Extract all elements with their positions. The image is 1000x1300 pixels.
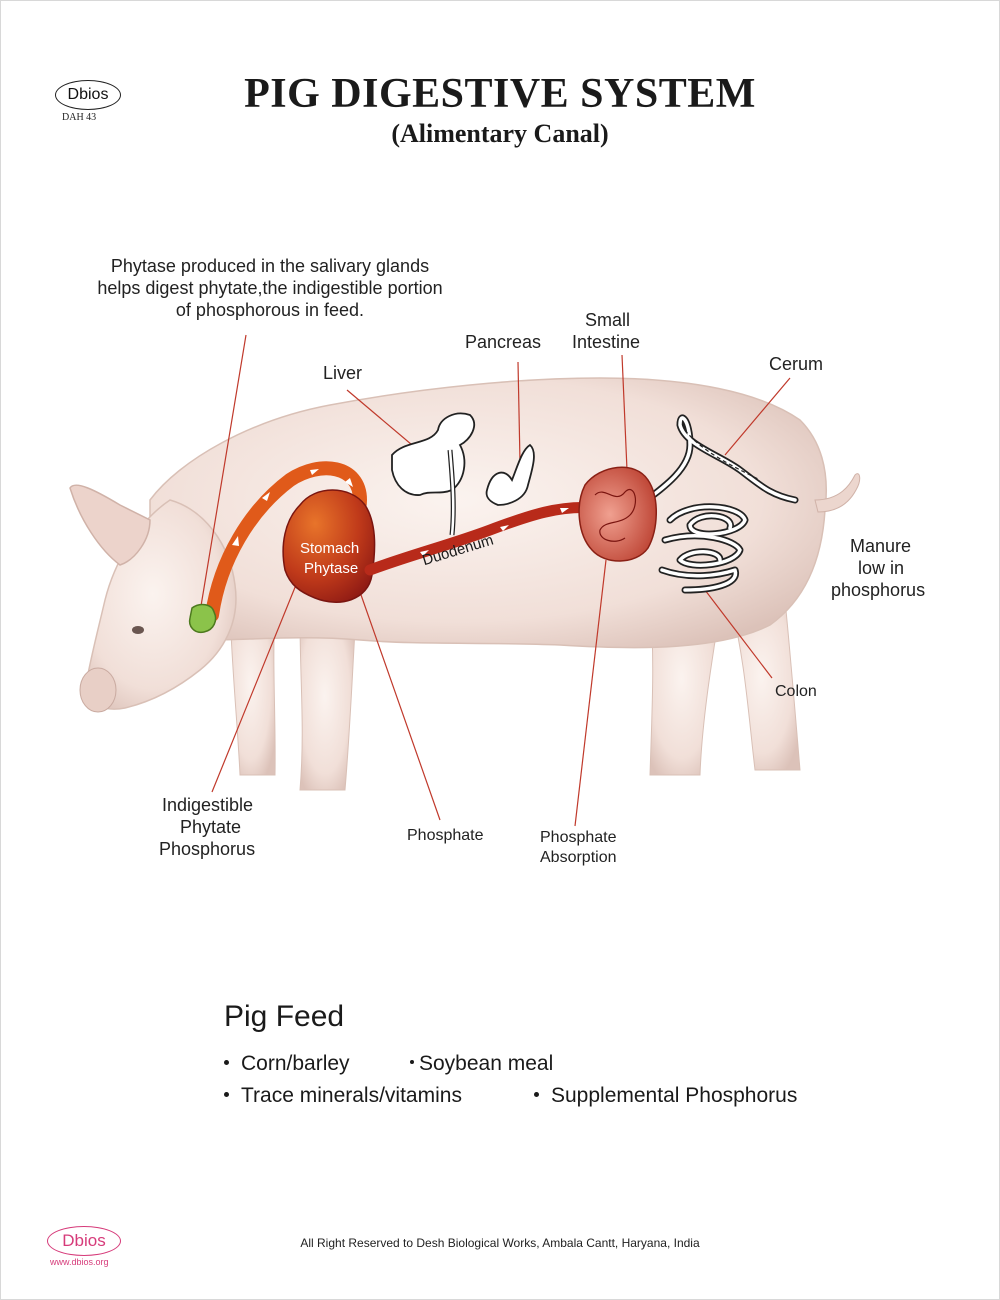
cerum-label: Cerum: [769, 354, 824, 374]
footer-logo: Dbios: [47, 1226, 121, 1256]
absorption-label-1: Phosphate: [540, 829, 617, 846]
small-intestine-leader: [621, 354, 628, 471]
feed-item: Trace minerals/vitamins: [224, 1084, 462, 1108]
footer-copyright: All Right Reserved to Desh Biological Wo…: [300, 1236, 700, 1250]
pig-body: [69, 377, 861, 791]
phytase-label: Phytase: [304, 560, 359, 577]
small-intestine-label-2: Intestine: [572, 332, 641, 352]
stomach-label: Stomach: [300, 540, 360, 557]
absorption-label-2: Absorption: [540, 849, 617, 866]
pancreas-label: Pancreas: [465, 332, 542, 352]
feed-item: Corn/barley: [224, 1052, 350, 1076]
indigestible-label-2: Phytate: [180, 817, 242, 837]
pancreas-organ: [485, 443, 535, 506]
brand-logo: Dbios: [55, 80, 121, 110]
bullet-icon: [410, 1060, 414, 1065]
note-leader: [199, 334, 247, 613]
bullet-icon: [224, 1091, 229, 1097]
pancreas-leader: [517, 361, 521, 463]
bullet-icon: [534, 1091, 539, 1097]
colon-label: Colon: [775, 683, 817, 700]
small-intestine-label-1: Small: [585, 310, 631, 330]
feed-item-label: Soybean meal: [419, 1052, 554, 1075]
bullet-icon: [224, 1059, 229, 1065]
feed-item-label: Supplemental Phosphorus: [551, 1084, 798, 1107]
chart-code: DAH 43: [62, 112, 97, 123]
feed-title: Pig Feed: [224, 1000, 345, 1033]
feed-item-label: Trace minerals/vitamins: [241, 1084, 462, 1107]
indigestible-label-1: Indigestible: [162, 795, 254, 815]
small-intestine-organ: [578, 466, 657, 562]
manure-label-3: phosphorus: [831, 580, 926, 600]
phosphate-leader: [359, 591, 441, 821]
manure-label-2: low in: [858, 558, 905, 578]
liver-label: Liver: [323, 363, 363, 383]
phytase-note-line: helps digest phytate,the indigestible po…: [97, 278, 443, 298]
cerum-leader: [724, 377, 791, 456]
leader-lines: [199, 334, 791, 827]
phytase-note: Phytase produced in the salivary glands …: [60, 255, 480, 321]
absorption-leader: [574, 559, 607, 827]
feed-item: Soybean meal: [410, 1052, 553, 1076]
footer-url: www.dbios.org: [50, 1257, 109, 1267]
feed-item-label: Corn/barley: [241, 1052, 350, 1075]
liver-leader: [346, 389, 419, 451]
phytase-note-line: Phytase produced in the salivary glands: [110, 256, 430, 276]
feed-item: Supplemental Phosphorus: [534, 1084, 797, 1108]
page-title: PIG DIGESTIVE SYSTEM: [244, 71, 756, 117]
phytase-note-line: of phosphorous in feed.: [175, 300, 365, 320]
colon-leader: [704, 589, 773, 679]
page-subtitle: (Alimentary Canal): [391, 119, 609, 148]
phosphate-label: Phosphate: [407, 827, 484, 844]
stomach-organ: [282, 489, 376, 603]
salivary-gland: [188, 603, 217, 634]
indigestible-leader: [211, 574, 301, 793]
indigestible-label-3: Phosphorus: [159, 839, 256, 859]
manure-label-1: Manure: [850, 536, 912, 556]
